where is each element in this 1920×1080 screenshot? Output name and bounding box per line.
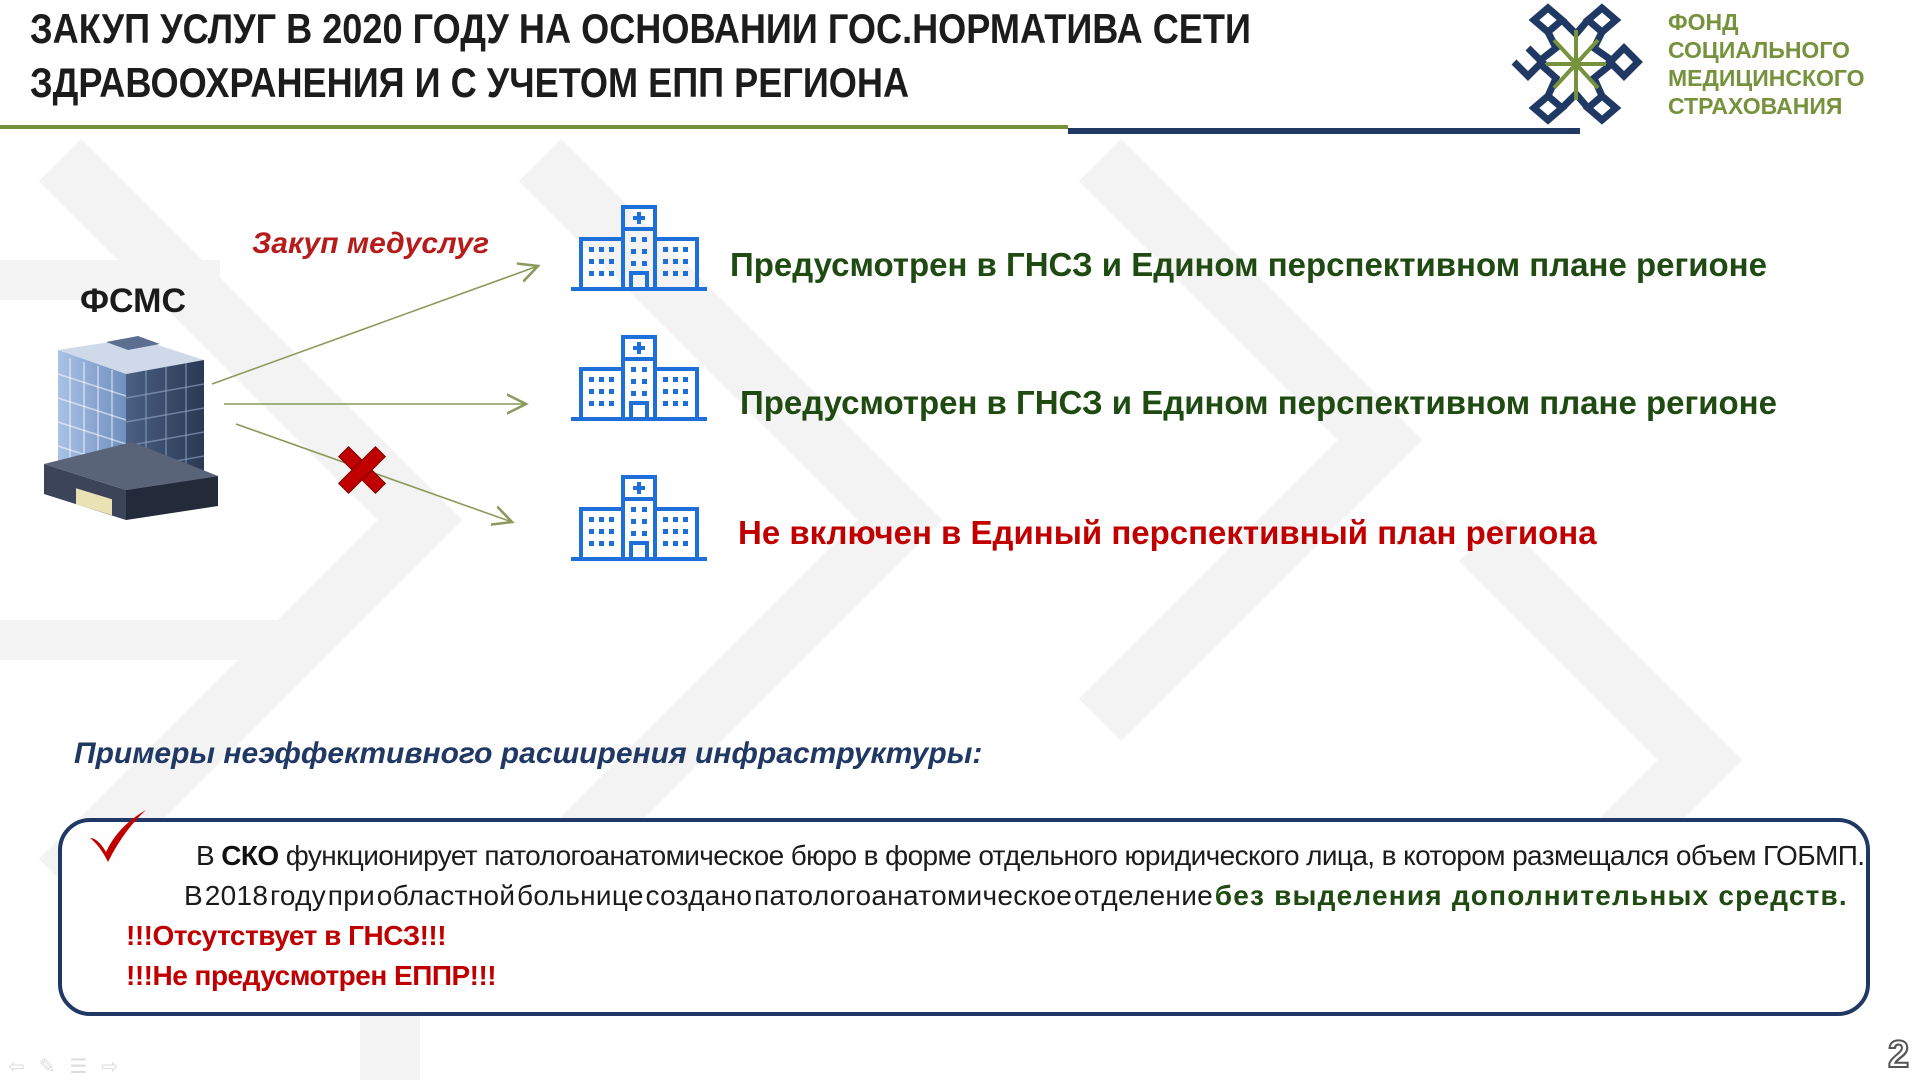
p1-region: СКО: [221, 840, 279, 871]
p2-word: В: [184, 880, 203, 911]
example-paragraph-2: В 2018 году при областной больнице созда…: [184, 880, 1848, 912]
examples-heading: Примеры неэффективного расширения инфрас…: [74, 737, 983, 770]
p2-word: отделение: [1073, 880, 1214, 911]
p2-word: создано: [645, 880, 753, 911]
p2-word: патологоанатомическое: [754, 880, 1073, 911]
blocked-x-icon: [337, 445, 387, 495]
example-box: [58, 818, 1870, 1016]
p2-word: при: [327, 880, 376, 911]
p1-post: функционирует патологоанатомическое бюро…: [285, 840, 1865, 871]
title-line-2: ЗДРАВООХРАНЕНИЯ И С УЧЕТОМ ЕПП РЕГИОНА: [30, 59, 910, 106]
row-2-text: Предусмотрен в ГНСЗ и Едином перспективн…: [740, 384, 1777, 421]
logo-text-line-3: МЕДИЦИНСКОГО: [1668, 65, 1865, 91]
page-title: ЗАКУП УСЛУГ В 2020 ГОДУ НА ОСНОВАНИИ ГОС…: [30, 2, 1286, 110]
page-number: 2: [1887, 1033, 1910, 1077]
hospital-icon: [571, 335, 707, 421]
arrow-to-row-1: [211, 266, 538, 385]
flow-arrows: [211, 250, 560, 550]
office-building-icon: [44, 336, 218, 520]
fsms-logo-icon: [1511, 3, 1643, 125]
p1-pre: В: [196, 840, 215, 871]
p2-word: 2018: [204, 880, 269, 911]
logo-text-line-2: СОЦИАЛЬНОГО: [1668, 37, 1850, 63]
p2-word: больнице: [517, 880, 644, 911]
example-paragraph-1: В СКО функционирует патологоанатомическо…: [196, 840, 1865, 872]
slideshow-nav: ⇦ ✎ ☰ ⇨: [8, 1054, 118, 1079]
checkmark-icon: [90, 810, 146, 862]
logo-text: ФОНД СОЦИАЛЬНОГО МЕДИЦИНСКОГО СТРАХОВАНИ…: [1668, 8, 1865, 120]
next-slide-icon[interactable]: ⇨: [101, 1056, 119, 1078]
logo-text-line-1: ФОНД: [1668, 9, 1739, 35]
p2-word: областной: [376, 880, 516, 911]
alert-line-1: !!!Отсутствует в ГНСЗ!!!: [126, 920, 447, 951]
hospital-icon: [571, 205, 707, 291]
title-line-1: ЗАКУП УСЛУГ В 2020 ГОДУ НА ОСНОВАНИИ ГОС…: [30, 5, 1251, 52]
fsms-label: ФСМС: [80, 282, 187, 320]
logo-text-line-4: СТРАХОВАНИЯ: [1668, 93, 1843, 119]
row-3-text: Не включен в Единый перспективный план р…: [738, 514, 1597, 551]
hospital-icon: [571, 475, 707, 561]
header-rule-green: [0, 125, 1068, 129]
menu-icon[interactable]: ☰: [69, 1056, 88, 1078]
arrow-label: Закуп медуслуг: [252, 227, 489, 260]
p2-word: году: [269, 880, 327, 911]
header-rule-navy: [1068, 128, 1580, 134]
alert-line-2: !!!Не предусмотрен ЕППР!!!: [126, 960, 497, 991]
prev-slide-icon[interactable]: ⇦: [8, 1056, 25, 1078]
pen-icon[interactable]: ✎: [38, 1056, 56, 1078]
p2-bold-phrase: без выделения дополнительных средств.: [1214, 880, 1848, 911]
row-1-text: Предусмотрен в ГНСЗ и Едином перспективн…: [730, 246, 1767, 283]
